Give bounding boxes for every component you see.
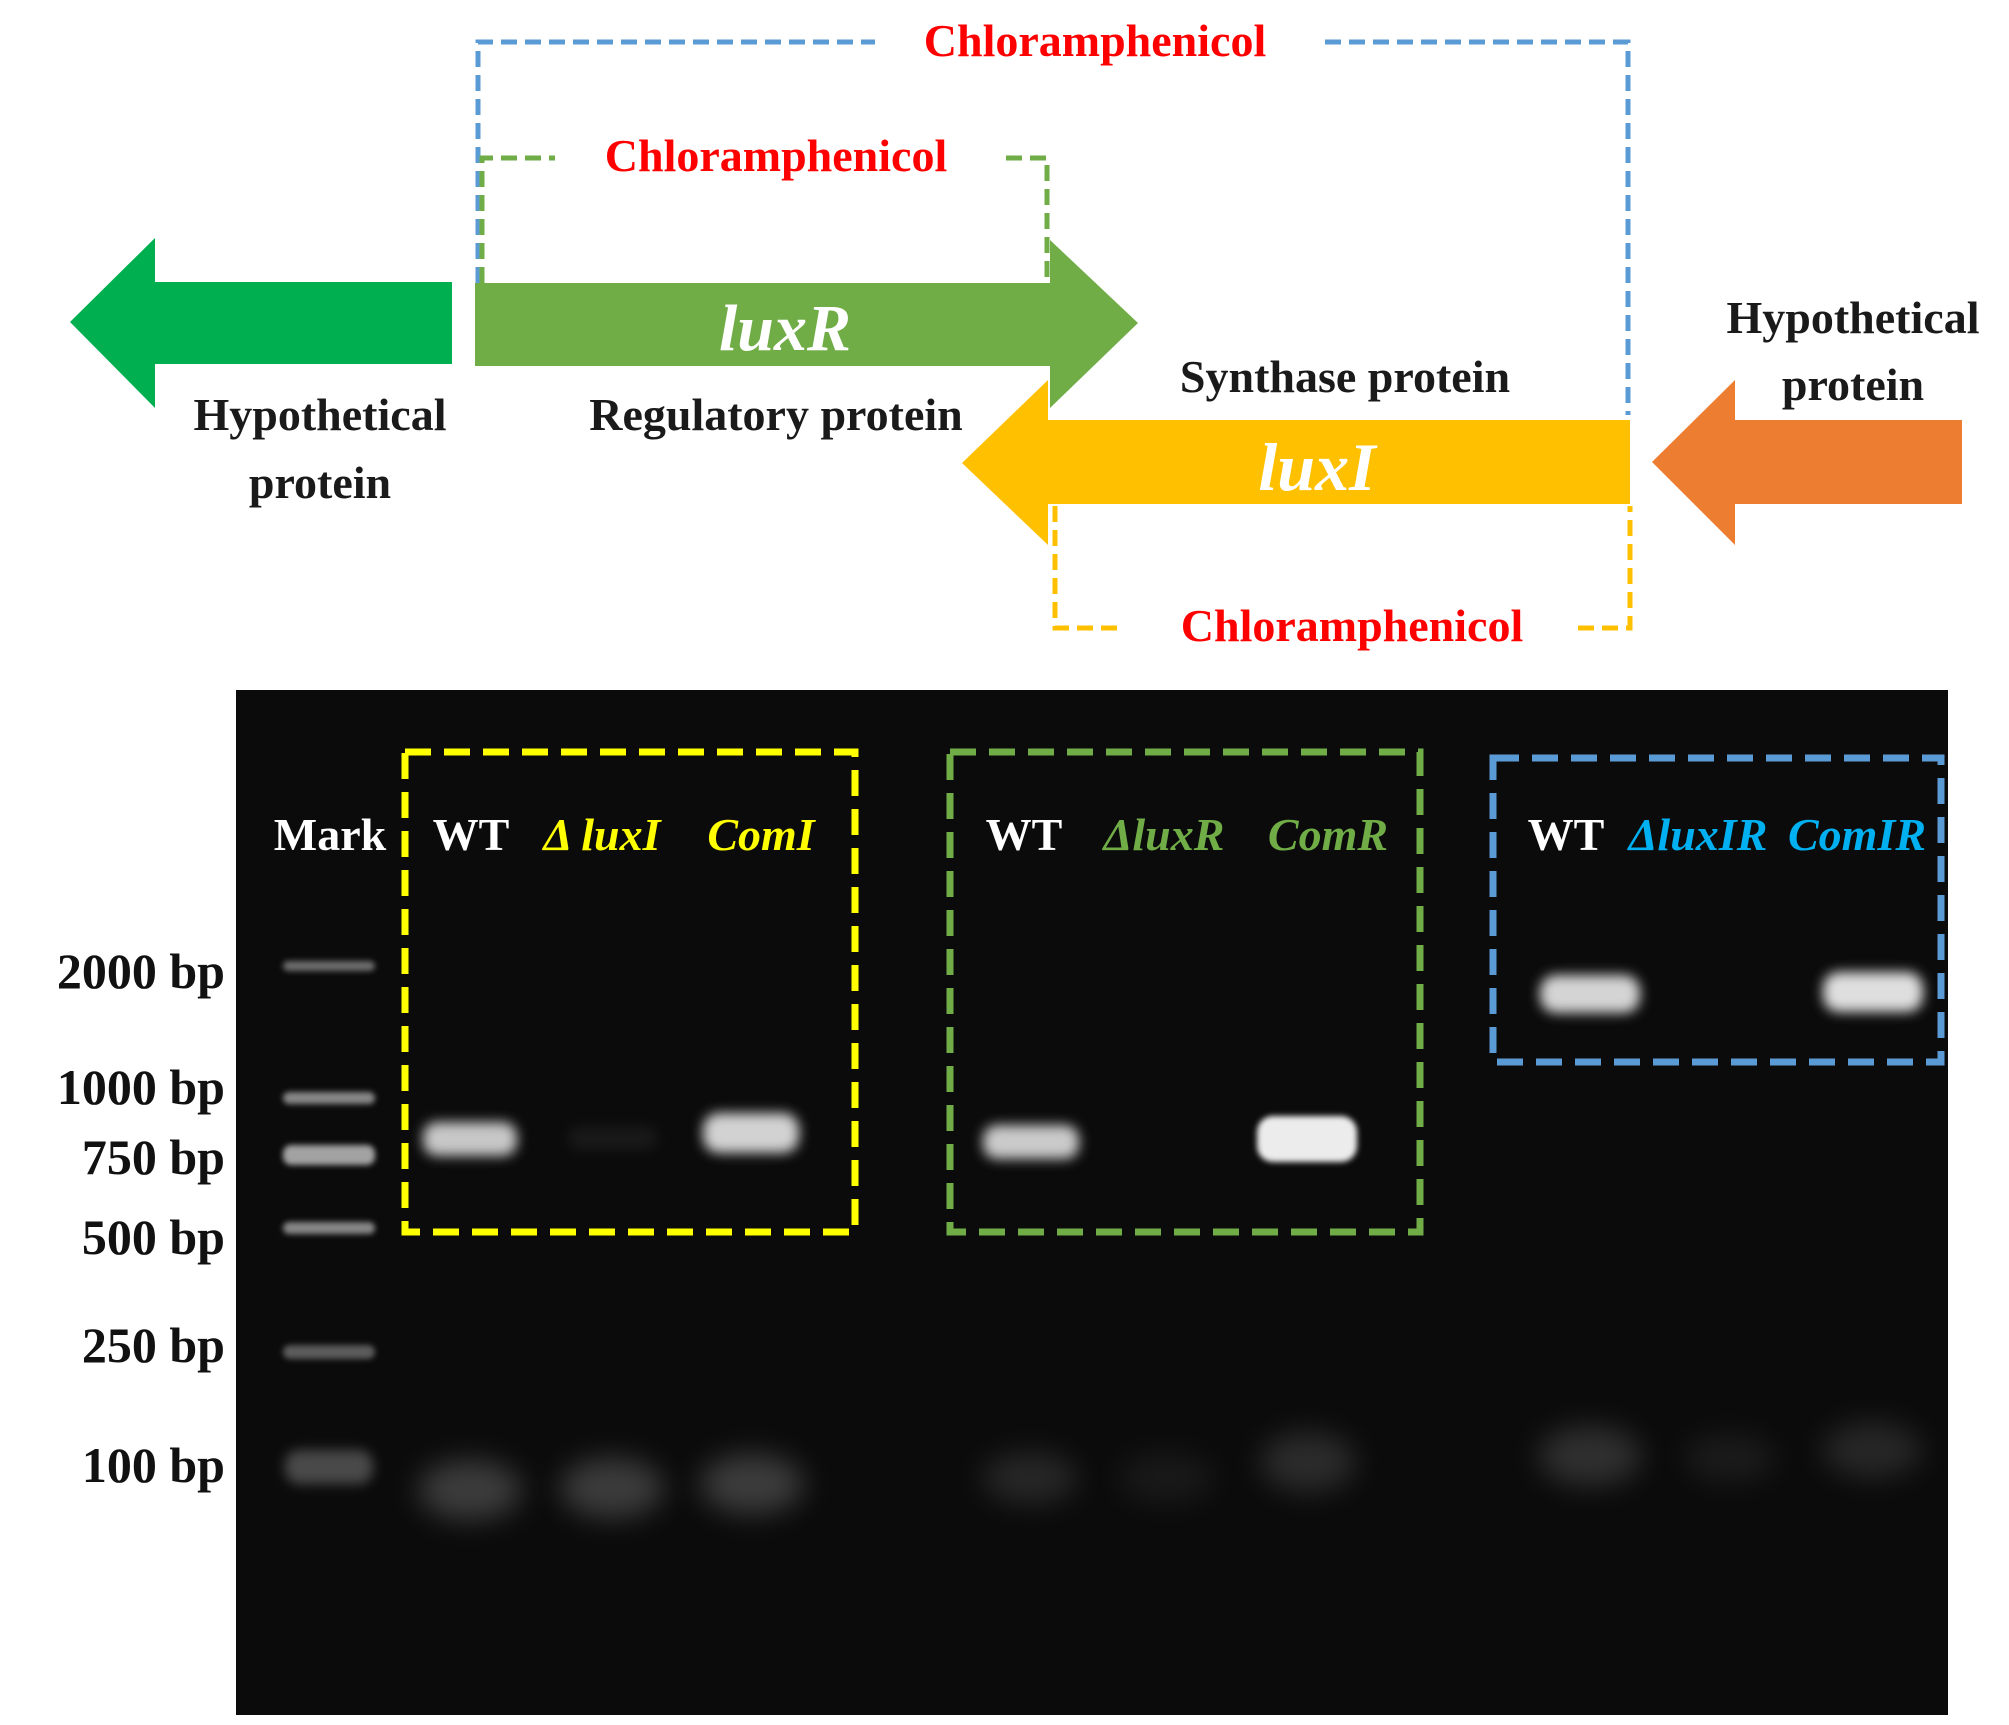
bracket-luxir-label: Chloramphenicol bbox=[924, 15, 1266, 66]
lane-label-g1-mutant: Δ luxI bbox=[541, 809, 662, 860]
ladder-size-labels: 2000 bp 1000 bp 750 bp 500 bp 250 bp 100… bbox=[57, 943, 225, 1493]
ladder-band-500 bbox=[283, 1222, 375, 1234]
lane-label-g2-wt: WT bbox=[986, 809, 1063, 860]
ladder-band-1000 bbox=[283, 1092, 375, 1104]
band-g1-mutant bbox=[568, 1126, 658, 1150]
ladder-band-100 bbox=[285, 1450, 373, 1484]
right-hypothetical-label-line1: Hypothetical bbox=[1727, 292, 1980, 343]
group-box-luxir bbox=[1489, 754, 1945, 1066]
gel-bands-group-1 bbox=[418, 1113, 804, 1520]
band-g3-complement bbox=[1823, 972, 1923, 1012]
primer-dimer-g1-complement bbox=[700, 1454, 804, 1514]
group-box-luxi bbox=[401, 748, 859, 1236]
gel-bands-group-2 bbox=[982, 1116, 1357, 1504]
primer-dimer-g2-wt bbox=[982, 1452, 1078, 1504]
right-hypothetical-label-line2: protein bbox=[1782, 359, 1924, 410]
bracket-luxir-left bbox=[475, 39, 875, 283]
luxr-gene-name: luxR bbox=[719, 292, 851, 365]
luxi-protein-label: Synthase protein bbox=[1180, 351, 1510, 402]
arrow-luxr bbox=[475, 240, 1138, 408]
primer-dimer-g1-mutant bbox=[560, 1458, 664, 1518]
group-box-luxr bbox=[946, 748, 1424, 1236]
gel-image: Mark WT Δ luxI ComI WT ΔluxR ComR WT Δlu… bbox=[236, 690, 1948, 1715]
primer-dimer-g2-complement bbox=[1260, 1432, 1356, 1492]
luxi-gene-name: luxI bbox=[1258, 429, 1378, 505]
left-hypothetical-label-line2: protein bbox=[249, 457, 391, 508]
ladder-label-1000: 1000 bp bbox=[57, 1059, 225, 1115]
gel-background bbox=[236, 690, 1948, 1715]
band-g3-wt bbox=[1540, 975, 1640, 1013]
bracket-luxi bbox=[1052, 506, 1633, 631]
ladder-band-2000 bbox=[283, 961, 375, 971]
ladder-lane bbox=[283, 961, 375, 1484]
gel-bands-group-3 bbox=[1538, 972, 1923, 1486]
lane-label-g3-complement: ComIR bbox=[1788, 809, 1926, 860]
bracket-luxi-left bbox=[1052, 506, 1125, 631]
bracket-luxr-label: Chloramphenicol bbox=[605, 130, 947, 181]
band-g2-complement bbox=[1257, 1116, 1357, 1162]
primer-dimer-g2-mutant bbox=[1118, 1452, 1214, 1504]
bracket-luxir bbox=[475, 39, 1631, 415]
band-g1-complement bbox=[703, 1113, 799, 1153]
primer-dimer-g3-complement bbox=[1822, 1422, 1922, 1478]
lane-labels: Mark WT Δ luxI ComI WT ΔluxR ComR WT Δlu… bbox=[274, 809, 1926, 860]
primer-dimer-g3-wt bbox=[1538, 1426, 1642, 1486]
arrow-left-hypothetical bbox=[70, 238, 452, 408]
bracket-luxr-right bbox=[1006, 155, 1050, 283]
primer-dimer-g1-wt bbox=[418, 1460, 522, 1520]
lane-label-g3-wt: WT bbox=[1528, 809, 1605, 860]
arrow-right-hypothetical bbox=[1652, 380, 1962, 545]
lane-label-marker: Mark bbox=[274, 809, 387, 860]
lane-label-g2-complement: ComR bbox=[1268, 809, 1388, 860]
ladder-label-750: 750 bp bbox=[82, 1129, 225, 1185]
bracket-luxr-left bbox=[479, 155, 555, 283]
bracket-luxir-right bbox=[1325, 39, 1631, 415]
ladder-band-750 bbox=[283, 1145, 375, 1165]
arrow-luxi bbox=[962, 380, 1630, 545]
lane-label-g2-mutant: ΔluxR bbox=[1102, 809, 1225, 860]
ladder-label-250: 250 bp bbox=[82, 1317, 225, 1373]
left-hypothetical-label-line1: Hypothetical bbox=[194, 389, 447, 440]
ladder-label-500: 500 bp bbox=[82, 1209, 225, 1265]
lane-label-g1-wt: WT bbox=[433, 809, 510, 860]
ladder-label-2000: 2000 bp bbox=[57, 943, 225, 999]
ladder-label-100: 100 bp bbox=[82, 1437, 225, 1493]
primer-dimer-g3-mutant bbox=[1684, 1434, 1776, 1482]
lane-label-g1-complement: ComI bbox=[707, 809, 816, 860]
luxr-protein-label: Regulatory protein bbox=[589, 389, 963, 440]
band-g2-wt bbox=[983, 1125, 1079, 1159]
bracket-luxr bbox=[479, 155, 1050, 283]
ladder-band-250 bbox=[283, 1345, 375, 1359]
band-g1-wt bbox=[423, 1122, 517, 1156]
bracket-luxi-right bbox=[1578, 506, 1633, 631]
lane-label-g3-mutant: ΔluxIR bbox=[1627, 809, 1768, 860]
bracket-luxi-label: Chloramphenicol bbox=[1181, 600, 1523, 651]
gene-map: Chloramphenicol Chloramphenicol luxR lux… bbox=[70, 15, 1979, 651]
